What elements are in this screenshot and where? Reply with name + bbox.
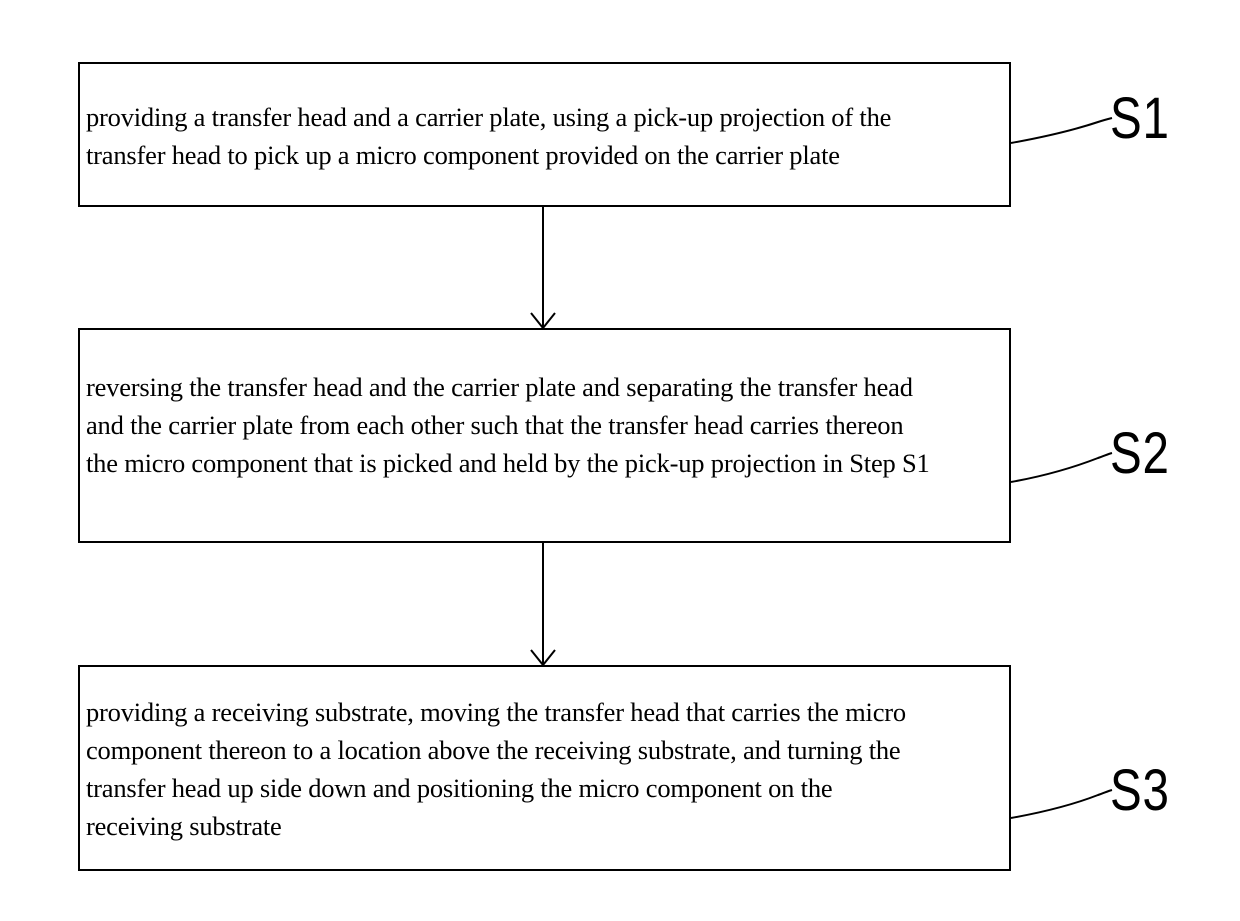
leader-line-s2 [1011, 453, 1112, 482]
leader-line-s1 [1011, 118, 1112, 143]
step-text-s1: providing a transfer head and a carrier … [80, 98, 897, 174]
step-label-s3: S3 [1110, 762, 1170, 820]
leader-line-s3 [1011, 790, 1112, 818]
step-label-s1: S1 [1110, 90, 1170, 148]
step-box-s1: providing a transfer head and a carrier … [78, 62, 1011, 207]
step-label-s2: S2 [1110, 425, 1170, 483]
step-text-s3: providing a receiving substrate, moving … [80, 693, 912, 845]
step-box-s2: reversing the transfer head and the carr… [78, 328, 1011, 543]
step-text-s2: reversing the transfer head and the carr… [80, 368, 936, 482]
step-box-s3: providing a receiving substrate, moving … [78, 665, 1011, 871]
